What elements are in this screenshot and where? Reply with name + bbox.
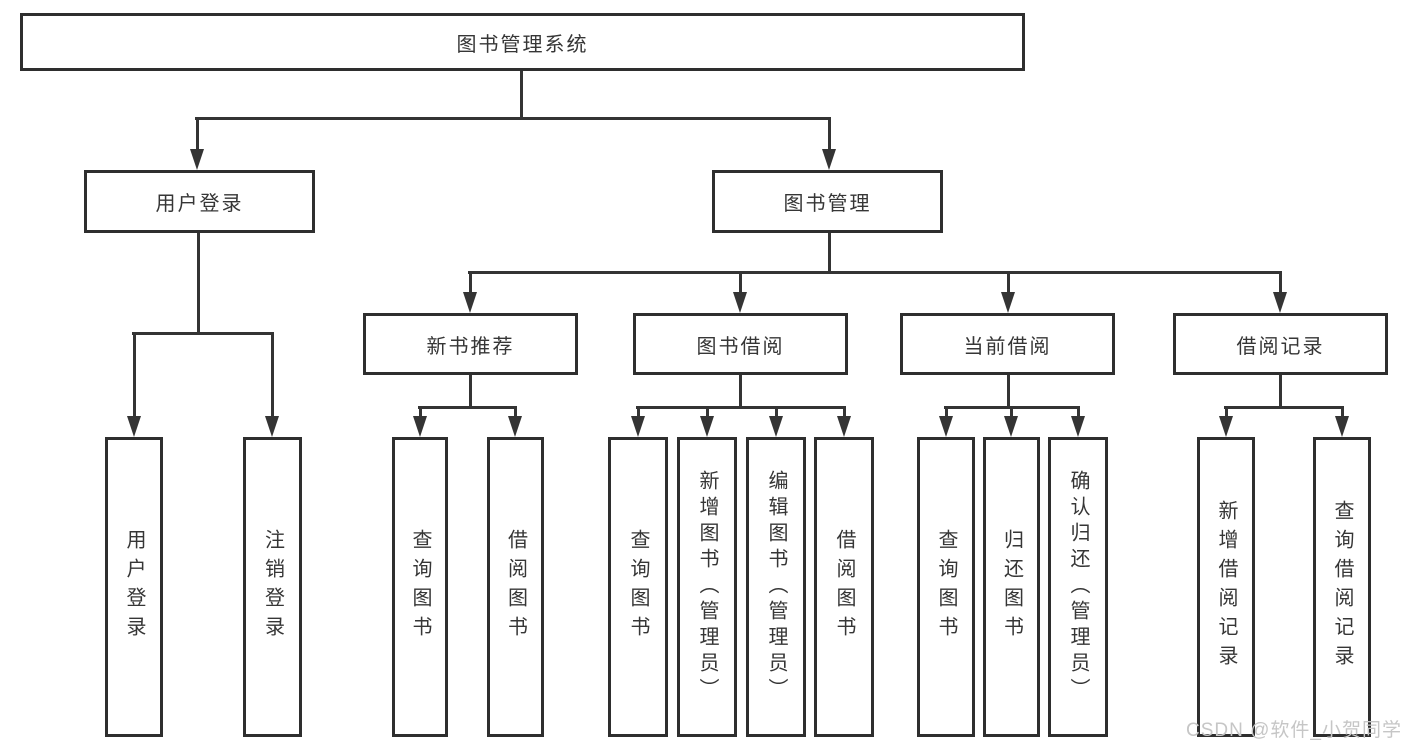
connector-line [637, 407, 640, 421]
connector-line [739, 272, 742, 297]
connector-line [195, 117, 831, 120]
arrow-down-icon [1071, 416, 1085, 437]
connector-line [739, 373, 742, 409]
arrow-down-icon [700, 416, 714, 437]
arrow-down-icon [265, 416, 279, 437]
connector-line [828, 230, 831, 274]
connector-line [132, 332, 274, 335]
connector-line [419, 407, 422, 421]
connector-line [775, 407, 778, 421]
arrow-down-icon [1335, 416, 1349, 437]
connector-line [133, 333, 136, 421]
leaf-borrow-query-books: 查询图书 [608, 437, 668, 737]
connector-line [520, 70, 523, 120]
node-root-system: 图书管理系统 [20, 13, 1025, 71]
connector-line [468, 271, 1282, 274]
node-user-login-branch: 用户登录 [84, 170, 315, 233]
arrow-down-icon [631, 416, 645, 437]
connector-line [1225, 407, 1228, 421]
leaf-records-query-record: 查询借阅记录 [1313, 437, 1371, 737]
connector-line [944, 406, 1080, 409]
leaf-newbook-borrow-books: 借阅图书 [487, 437, 544, 737]
connector-line [197, 230, 200, 335]
connector-line [1077, 407, 1080, 421]
arrow-down-icon [190, 149, 204, 170]
leaf-current-return-books: 归还图书 [983, 437, 1040, 737]
connector-line [469, 373, 472, 409]
leaf-records-add-record: 新增借阅记录 [1197, 437, 1255, 737]
arrow-down-icon [127, 416, 141, 437]
node-current-borrow: 当前借阅 [900, 313, 1115, 375]
arrow-down-icon [463, 292, 477, 313]
leaf-current-query-books: 查询图书 [917, 437, 975, 737]
leaf-logout: 注销登录 [243, 437, 302, 737]
node-book-borrow: 图书借阅 [633, 313, 848, 375]
leaf-newbook-query-books: 查询图书 [392, 437, 448, 737]
arrow-down-icon [1219, 416, 1233, 437]
leaf-current-confirm-return-admin: 确认归还（管理员） [1048, 437, 1108, 737]
leaf-borrow-add-books-admin: 新增图书（管理员） [677, 437, 737, 737]
connector-line [843, 407, 846, 421]
leaf-borrow-borrow-books: 借阅图书 [814, 437, 874, 737]
connector-line [636, 406, 846, 409]
connector-line [271, 333, 274, 421]
arrow-down-icon [733, 292, 747, 313]
connector-line [1279, 272, 1282, 297]
node-new-book-recommend: 新书推荐 [363, 313, 578, 375]
connector-line [1007, 272, 1010, 297]
csdn-watermark: CSDN @软件_小贺同学 [1186, 720, 1402, 741]
arrow-down-icon [413, 416, 427, 437]
leaf-user-login: 用户登录 [105, 437, 163, 737]
connector-line [196, 120, 199, 154]
node-borrow-records: 借阅记录 [1173, 313, 1388, 375]
connector-line [706, 407, 709, 421]
arrow-down-icon [837, 416, 851, 437]
connector-line [469, 272, 472, 297]
arrow-down-icon [1273, 292, 1287, 313]
arrow-down-icon [769, 416, 783, 437]
leaf-borrow-edit-books-admin: 编辑图书（管理员） [746, 437, 806, 737]
connector-line [418, 406, 517, 409]
node-book-management-branch: 图书管理 [712, 170, 943, 233]
connector-line [1224, 406, 1344, 409]
arrow-down-icon [1001, 292, 1015, 313]
connector-line [1341, 407, 1344, 421]
connector-line [1010, 407, 1013, 421]
connector-line [828, 120, 831, 154]
connector-line [514, 407, 517, 421]
connector-line [945, 407, 948, 421]
connector-line [1279, 373, 1282, 409]
arrow-down-icon [1004, 416, 1018, 437]
connector-line [1007, 373, 1010, 409]
arrow-down-icon [508, 416, 522, 437]
arrow-down-icon [822, 149, 836, 170]
arrow-down-icon [939, 416, 953, 437]
